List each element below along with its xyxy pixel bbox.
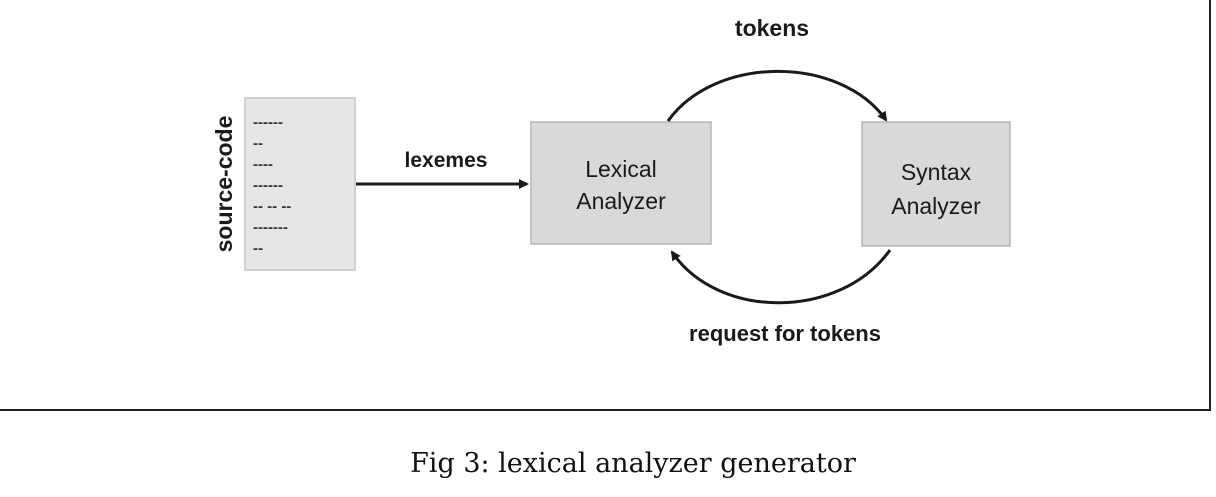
lexemes-label: lexemes [405,149,488,172]
source-code-lines: ------ -- ---- ------ -- -- -- ------- -… [253,114,291,257]
lexical-analyzer-line2: Analyzer [576,188,666,214]
syntax-analyzer-box [861,121,1011,247]
source-line: ------ [253,177,283,194]
tokens-label: tokens [735,15,809,41]
source-line: ------- [253,219,288,236]
figure-caption: Fig 3: lexical analyzer generator [410,448,856,479]
tokens-arrow [666,70,888,122]
syntax-analyzer-line1: Syntax [901,159,972,185]
request-arrow [670,249,892,305]
source-line: ------ [253,114,283,131]
lexical-analyzer-box [530,121,712,245]
source-line: -- [253,135,263,152]
source-line: -- -- -- [253,198,291,215]
source-line: -- [253,240,263,257]
source-line: ---- [253,156,273,173]
request-for-tokens-label: request for tokens [689,321,881,346]
syntax-analyzer-line2: Analyzer [891,193,981,219]
source-code-block [244,97,356,271]
source-code-label: source-code [211,116,237,253]
lexical-analyzer-line1: Lexical [585,156,657,182]
